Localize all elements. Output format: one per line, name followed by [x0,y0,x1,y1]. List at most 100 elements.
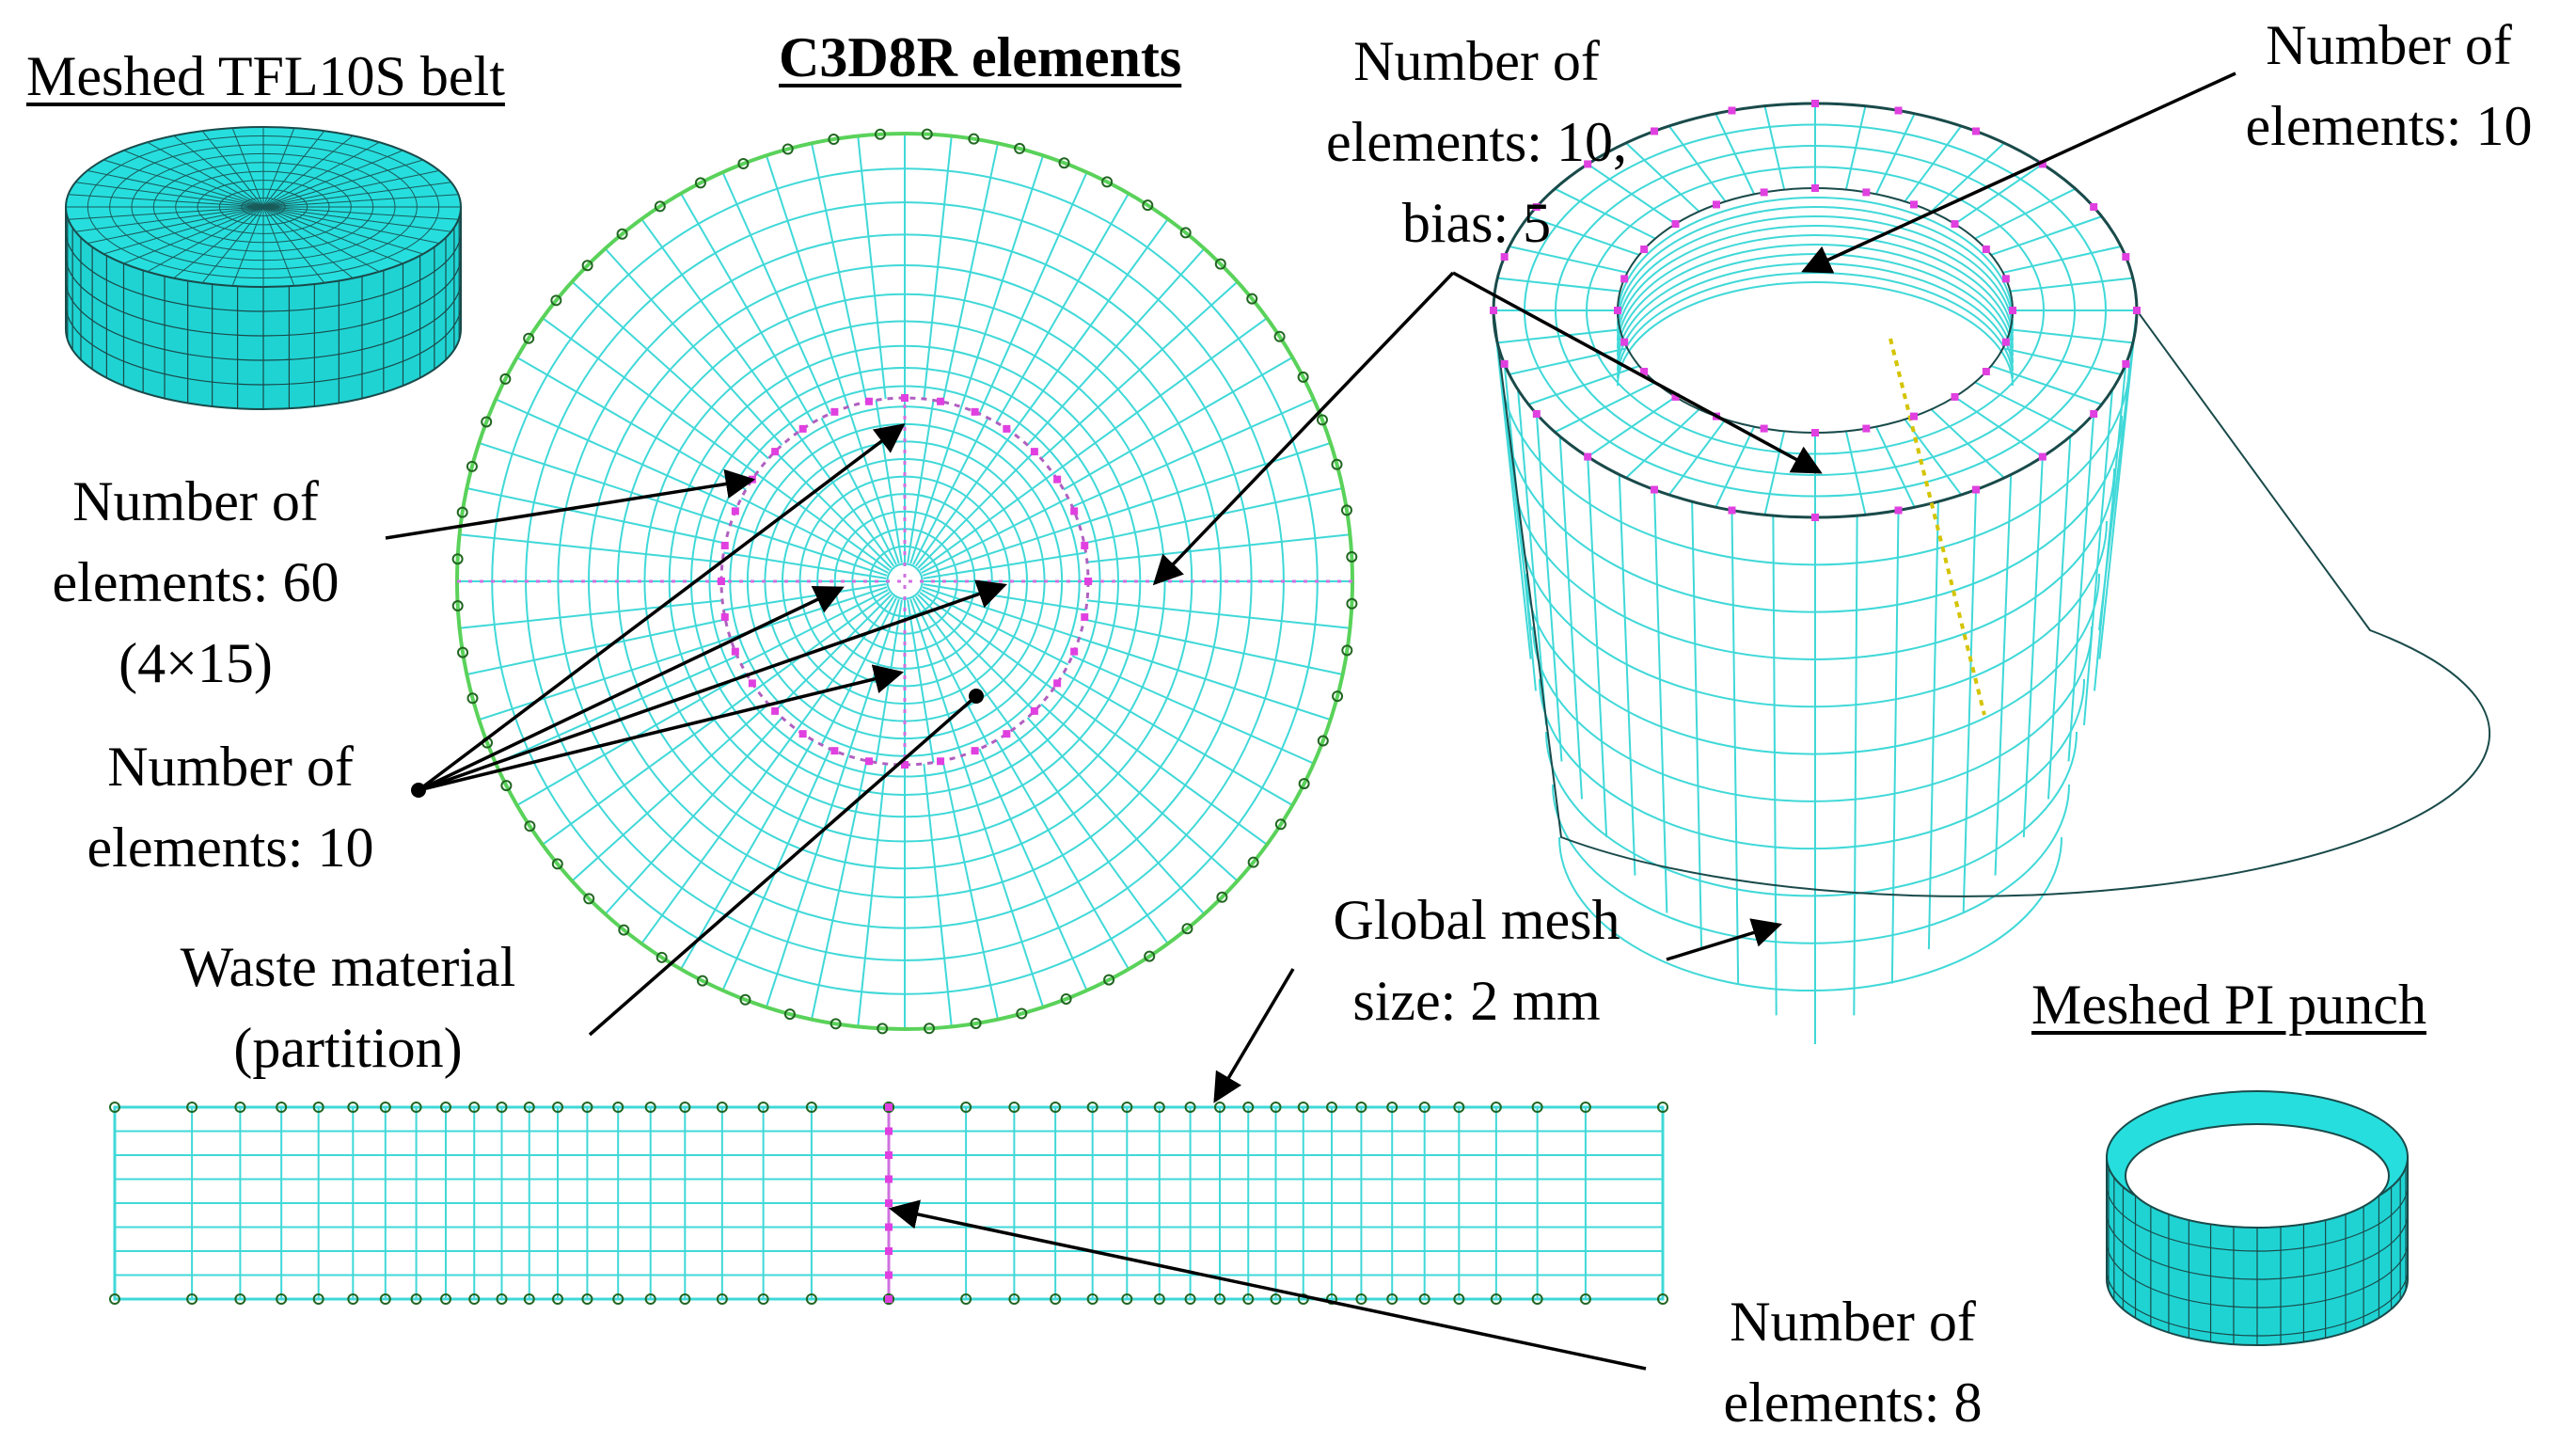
ring-seed-square [1811,184,1819,192]
strip-mesh [109,1102,1668,1305]
strip-seed-square [885,1151,893,1159]
strip-seed-circle [552,1102,564,1113]
ring-top-radial [1587,163,1677,225]
strip-seed-circle [234,1293,246,1305]
ring-inner-ellipse [1617,281,2014,387]
ring-top-radial [2010,328,2133,344]
ring-seed-square [1651,485,1658,494]
belt-top-radial [262,206,354,279]
ring-inner-ellipse [1617,206,2014,326]
belt-top-radial [262,130,325,208]
disc-seed-circle [1317,735,1329,747]
arrow-n10-c [418,579,1007,792]
ring-seed-square [2009,307,2016,314]
strip-seed-circle [1490,1293,1502,1305]
strip-seed-circle [439,1102,451,1113]
strip-seed-circle [1184,1293,1196,1305]
ring-top-radial [1953,396,2044,458]
belt-top-radial [201,206,264,284]
strip-seed-circle [716,1293,728,1305]
strip-seed-circle [523,1102,535,1113]
strip-seed-circle [109,1293,120,1305]
disc-seed-square [771,448,780,456]
label-n8-line1: Number of [1730,1291,1976,1353]
disc-core-radial [774,594,893,712]
strip-seed-circle [1531,1293,1543,1305]
ring-top-radial [1554,381,1656,434]
ring-seed-square [1862,424,1871,433]
strip-seed-circle [1153,1102,1165,1113]
disc-seed-circle [694,177,706,189]
disc-core-radial [846,406,900,564]
punch-side-ring [2106,1184,2409,1252]
ring-seed-square [1671,220,1680,229]
disc-seed-circle [1060,992,1072,1005]
ring-seed-square [1614,307,1621,314]
strip-seed-square [885,1295,893,1303]
ring-top-radial [1667,125,1727,202]
disc-seed-circle [581,260,593,272]
ring-side-vline [2082,389,2113,726]
label-n10-left: Number of elements: 10 [61,726,400,888]
disc-seed-square [1070,647,1079,656]
belt-top-radial [123,150,264,208]
disc-seed-circle [1316,414,1328,426]
ring-seed-square [2122,253,2130,262]
ring-top-radial [1990,365,2103,405]
ring-top-radial [1990,215,2103,256]
strip-seed-circle [1453,1102,1465,1113]
belt-top-radial [103,159,264,208]
belt-side-ring [65,255,462,337]
ring-side-ellipse [1512,468,2115,660]
arrow-waste-end-dot [969,689,984,704]
label-waste-line1: Waste material [180,936,516,998]
label-n60-line2: elements: 60 [52,551,340,613]
ring-top-radial [1509,347,1628,375]
disc-core-radial [909,598,963,756]
disc-core-radial [907,400,935,563]
strip-seed-circle [612,1102,624,1113]
ring-side-vline [1517,389,1548,726]
ring-top-radial [1904,125,1963,202]
ring-top-radial [1497,328,1620,344]
belt-top-radial [87,206,264,245]
ring-top-radial [1930,142,2005,213]
disc-seed-circle [1142,199,1154,212]
strip-seed-circle [581,1293,593,1305]
ring-seed-square [1811,429,1819,436]
ring-side-vline [1890,510,1900,984]
ring-top-radial [1667,419,1727,496]
belt-top-radial [123,206,264,264]
strip-seed-circle [805,1102,817,1113]
strip-seed-circle [1121,1293,1133,1305]
disc-core-radial [723,583,887,611]
disc-seed-square [864,757,873,766]
strip-seed-circle [1242,1102,1255,1113]
disc-seed-square [901,394,909,402]
ring-top-radial [1715,426,1756,508]
belt-top-radial [262,206,295,287]
strip-seed-circle [439,1293,451,1305]
strip-seed-square [885,1103,893,1111]
disc-seed-square [937,397,945,405]
strip-seed-circle [109,1102,120,1113]
ring-seed-square [1982,246,1990,253]
ring-side-vline [2098,309,2138,631]
disc-seed-circle [877,1023,889,1035]
ring-side-vline [1927,501,1939,950]
strip-seed-circle [276,1102,288,1113]
strip-seed-circle [1153,1293,1165,1305]
disc-seed-circle [524,820,536,832]
belt-top-radial [262,206,451,232]
disc-seed-circle [1341,644,1353,657]
label-n10-right-line2: elements: 10 [2245,95,2533,157]
ring-side-vline [1618,474,1636,876]
ring-seed-square [1982,368,1990,375]
ring-seed-square [1728,106,1736,115]
punch-side-ring [2106,1269,2409,1337]
disc-mesh [451,128,1358,1035]
label-bias: Number of elements: 10, bias: 5 [1298,21,1655,263]
strip-seed-circle [581,1102,593,1113]
strip-seed-circle [679,1102,691,1113]
belt-top-radial [231,127,264,208]
